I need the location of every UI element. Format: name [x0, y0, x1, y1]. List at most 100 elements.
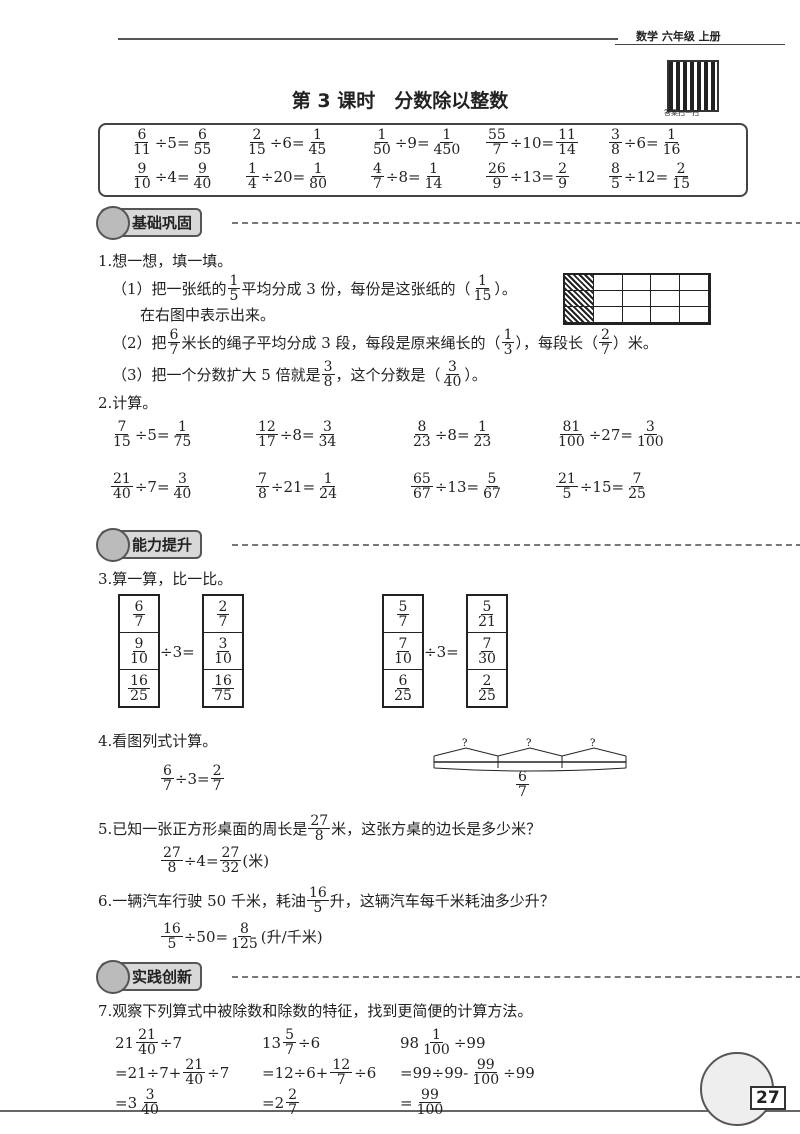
- bee-icon: [96, 527, 130, 562]
- q4-segment-diagram: ? ? ?: [433, 738, 627, 772]
- book-label: 数学 六年级 上册: [636, 30, 721, 43]
- operator-text: ÷10=: [509, 133, 555, 152]
- q7-text: ÷7: [207, 1063, 230, 1082]
- snail-icon: [96, 959, 130, 994]
- q1-part1-line2: 在右图中表示出来。: [140, 306, 276, 324]
- q4-stem: 4.看图列式计算。: [98, 732, 218, 750]
- shading-grid: [563, 273, 711, 325]
- operator-text: ÷20=: [260, 167, 306, 186]
- operator-text: ÷27=: [588, 425, 633, 444]
- section-advanced-label: 能力提升: [96, 527, 203, 562]
- q4-mark-2: ?: [526, 738, 531, 749]
- q7-text: 21: [115, 1033, 135, 1052]
- q7-stem: 7.观察下列算式中被除数和除数的特征，找到更简便的计算方法。: [98, 1002, 533, 1020]
- qr-caption: 答案扫一扫: [664, 109, 699, 117]
- q7-text: ÷99: [503, 1063, 535, 1082]
- qr-code-icon[interactable]: [667, 60, 719, 112]
- operator-text: ÷8=: [434, 425, 470, 444]
- operator-text: ÷8=: [279, 425, 315, 444]
- operator-text: ÷12=: [623, 167, 669, 186]
- operator-text: ÷13=: [434, 477, 480, 496]
- butterfly-icon: [96, 205, 130, 240]
- header-rule: [118, 38, 618, 40]
- q4-mark-3: ?: [590, 738, 595, 749]
- operator-text: ÷21=: [270, 477, 316, 496]
- operator-text: ÷15=: [579, 477, 625, 496]
- q7-text: ÷6: [354, 1063, 377, 1082]
- q7-text: =: [400, 1093, 413, 1112]
- warmup-box: [98, 123, 748, 197]
- operator-text: ÷5=: [154, 133, 190, 152]
- q7-text: 13: [262, 1033, 282, 1052]
- operator-text: ÷9=: [394, 133, 430, 152]
- section-divider: [232, 544, 800, 546]
- ground-line: [0, 1110, 800, 1112]
- operator-text: ÷8=: [385, 167, 421, 186]
